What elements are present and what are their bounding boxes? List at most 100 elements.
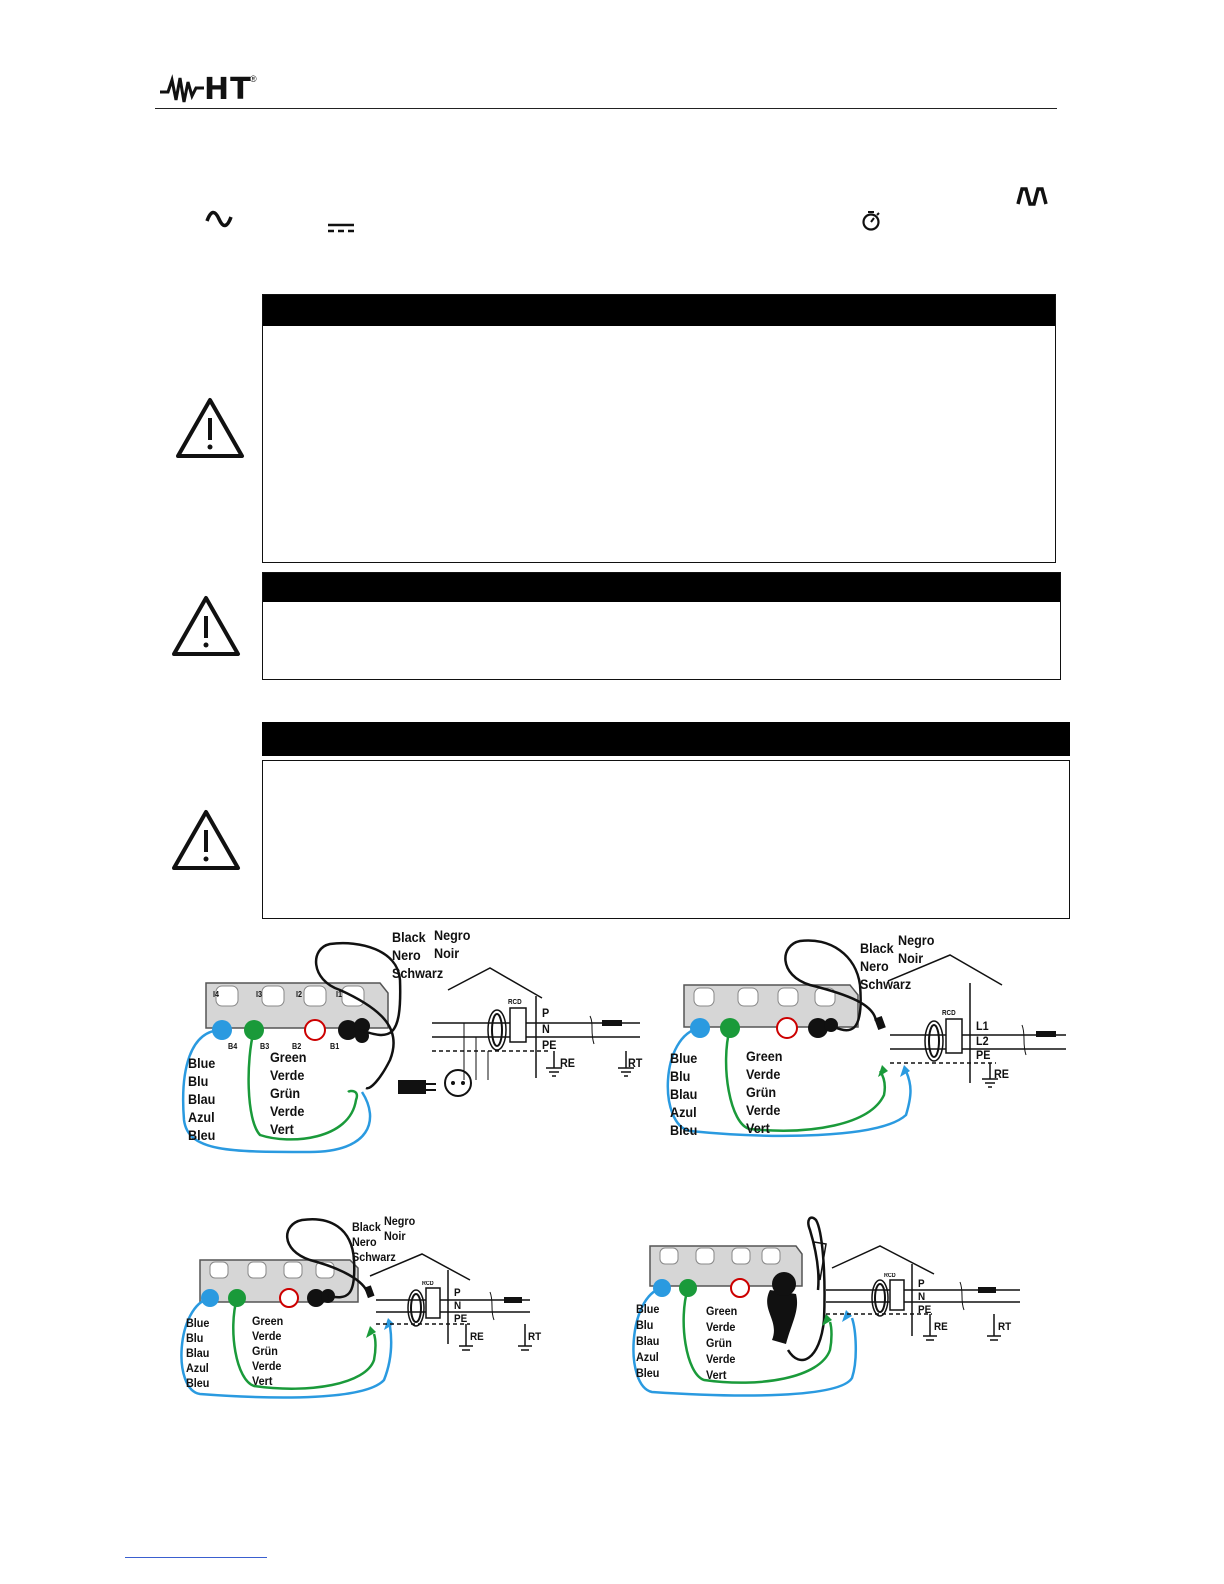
black-label: Schwarz xyxy=(860,976,912,992)
terminal-label: I1 xyxy=(336,990,343,999)
blue-label: Bleu xyxy=(670,1122,698,1138)
terminal-label: B4 xyxy=(228,1042,238,1051)
warning-1-header-bar xyxy=(262,294,1056,326)
logo-registered-mark: ® xyxy=(250,74,257,84)
re-label: RE xyxy=(470,1331,484,1343)
pulse-wave-icon xyxy=(1016,187,1048,206)
diagram-1: I4 I3 I2 I1 B4 B3 B2 B1 Black Nero Schwa… xyxy=(170,920,650,1165)
ac-sine-icon xyxy=(205,210,233,228)
line-label-p: P xyxy=(454,1287,461,1299)
line-label-pe: PE xyxy=(542,1038,557,1052)
black-label: Schwarz xyxy=(392,965,444,981)
terminal-label: I2 xyxy=(296,990,303,999)
header-rule xyxy=(155,108,1057,109)
green-label: Grün xyxy=(252,1344,278,1358)
footer-link[interactable] xyxy=(125,1557,267,1558)
logo-wave-icon xyxy=(160,74,204,103)
logo-text: HT xyxy=(204,72,252,107)
green-label: Verde xyxy=(746,1066,781,1082)
re-label: RE xyxy=(994,1067,1010,1081)
warning-2-header-bar xyxy=(262,572,1060,602)
warning-1-box xyxy=(262,294,1056,563)
warning-3-header-bar xyxy=(262,722,1070,756)
blue-label: Blu xyxy=(636,1318,654,1332)
blue-label: Bleu xyxy=(186,1376,210,1390)
line-label-pe: PE xyxy=(976,1048,991,1062)
green-label: Grün xyxy=(746,1084,777,1100)
green-label: Vert xyxy=(746,1120,770,1136)
warning-triangle-icon xyxy=(172,596,240,656)
green-label: Green xyxy=(270,1049,307,1065)
black-label: Nero xyxy=(352,1235,377,1249)
line-label-n: N xyxy=(454,1300,462,1312)
line-label-p: P xyxy=(918,1278,925,1290)
terminal-label: B1 xyxy=(330,1042,340,1051)
terminal-label: I3 xyxy=(256,990,263,999)
green-label: Verde xyxy=(706,1352,736,1366)
black-label: Noir xyxy=(384,1229,406,1243)
line-label-p: P xyxy=(542,1006,550,1020)
blue-label: Azul xyxy=(636,1350,659,1364)
blue-label: Blu xyxy=(670,1068,691,1084)
green-label: Verde xyxy=(252,1329,282,1343)
green-label: Vert xyxy=(706,1368,727,1382)
black-label: Black xyxy=(352,1220,381,1234)
terminal-label: B2 xyxy=(292,1042,302,1051)
black-label: Schwarz xyxy=(352,1250,396,1264)
black-label: Noir xyxy=(434,945,460,961)
blue-label: Blue xyxy=(670,1050,698,1066)
green-label: Green xyxy=(746,1048,783,1064)
blue-label: Blue xyxy=(186,1316,210,1330)
blue-label: Blau xyxy=(670,1086,698,1102)
green-label: Verde xyxy=(746,1102,781,1118)
warning-2-box xyxy=(262,572,1061,680)
re-label: RE xyxy=(560,1056,576,1070)
black-label: Noir xyxy=(898,950,924,966)
line-label-n: N xyxy=(542,1022,550,1036)
green-label: Green xyxy=(252,1314,284,1328)
black-label: Black xyxy=(392,929,426,945)
green-label: Verde xyxy=(706,1320,736,1334)
diagram-3-drawing xyxy=(180,1218,532,1399)
green-label: Verde xyxy=(270,1067,305,1083)
rcd-label: RCD xyxy=(508,999,522,1006)
rt-label: RT xyxy=(998,1321,1012,1333)
blue-label: Bleu xyxy=(636,1366,660,1380)
diagram-4: Blue Blu Blau Azul Bleu Green Verde Grün… xyxy=(620,1210,1050,1405)
blue-label: Blau xyxy=(636,1334,660,1348)
green-label: Verde xyxy=(252,1359,282,1373)
diagram-2-drawing xyxy=(666,939,1066,1138)
blue-label: Blue xyxy=(188,1055,216,1071)
green-label: Green xyxy=(706,1304,738,1318)
black-label: Negro xyxy=(384,1214,416,1228)
blue-label: Blu xyxy=(186,1331,204,1345)
dc-icon xyxy=(328,223,354,233)
line-label-pe: PE xyxy=(918,1304,932,1316)
green-label: Vert xyxy=(252,1374,273,1388)
warning-triangle-icon xyxy=(172,810,240,870)
diagram-4-drawing xyxy=(632,1216,1020,1397)
green-label: Vert xyxy=(270,1121,294,1137)
blue-label: Azul xyxy=(188,1109,215,1125)
black-label: Negro xyxy=(898,932,935,948)
green-label: Verde xyxy=(270,1103,305,1119)
warning-triangle-icon xyxy=(176,398,244,458)
diagram-2: Black Nero Schwarz Negro Noir Blue Blu B… xyxy=(650,925,1070,1150)
blue-label: Blu xyxy=(188,1073,209,1089)
blue-label: Blau xyxy=(188,1091,216,1107)
line-label-l2: L2 xyxy=(976,1034,989,1048)
line-label-n: N xyxy=(918,1291,926,1303)
header-logo: HT ® xyxy=(160,72,260,107)
green-label: Grün xyxy=(270,1085,301,1101)
rcd-label: RCD xyxy=(884,1273,896,1279)
blue-label: Azul xyxy=(186,1361,209,1375)
line-label-pe: PE xyxy=(454,1313,468,1325)
timer-icon xyxy=(862,211,880,231)
rt-label: RT xyxy=(628,1056,643,1070)
green-label: Grün xyxy=(706,1336,732,1350)
diagram-3: Black Nero Schwarz Negro Noir Blue Blu B… xyxy=(170,1210,570,1405)
rt-label: RT xyxy=(528,1331,542,1343)
diagram-1-drawing xyxy=(181,941,640,1154)
re-label: RE xyxy=(934,1321,948,1333)
warning-3-box xyxy=(262,760,1070,919)
